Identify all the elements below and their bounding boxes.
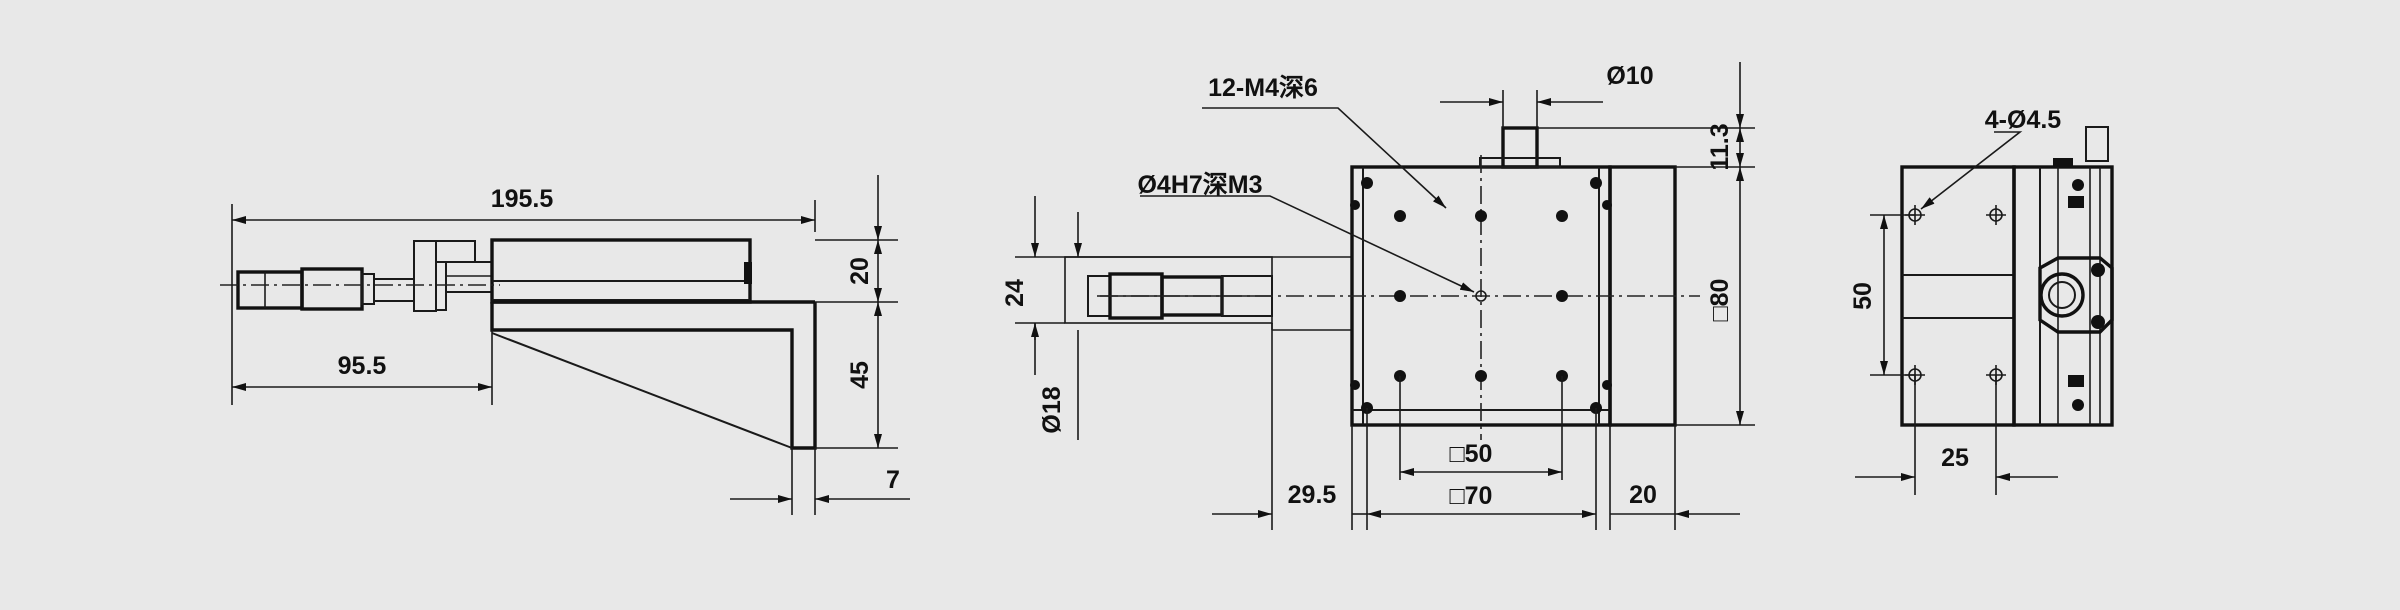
dim-length-overall: 195.5 [491,185,554,213]
dim-offset-24: 24 [1001,279,1029,307]
dim-pitch-horizontal: 25 [1941,444,1969,472]
front-view: 12-M4深6 Ø4H7深M3 Ø10 11.3 □80 24 Ø18 [1001,62,1755,530]
side-micrometer [236,240,492,312]
front-spindle [1501,126,1539,169]
front-micrometer [1064,256,1273,324]
dim-hole-pitch-inner: □50 [1450,440,1493,468]
side-stage-body [490,238,815,304]
dim-pitch-vertical: 50 [1849,282,1877,310]
dim-height-top: 20 [846,257,874,285]
label-center-hole: Ø4H7深M3 [1137,171,1262,199]
end-clamp-housing [2038,256,2114,334]
end-view: 4-Ø4.5 50 25 [1849,106,2114,495]
dim-length-micrometer: 95.5 [338,352,387,380]
end-carriage [2012,165,2114,427]
end-knob [2085,126,2109,162]
label-mount-holes: 4-Ø4.5 [1985,106,2062,134]
dim-table-size: □80 [1706,279,1734,322]
dim-spindle-diameter: Ø10 [1606,62,1653,90]
side-bracket [490,302,817,450]
dim-thickness: 7 [886,466,900,494]
dim-right-offset: 20 [1629,481,1657,509]
dim-barrel-diameter: Ø18 [1038,386,1066,433]
end-body [1900,165,2016,427]
dim-spindle-height: 11.3 [1706,123,1734,170]
dim-hole-pitch-outer: □70 [1450,482,1493,510]
dim-height-bracket: 45 [846,361,874,389]
front-tapped-holes [1350,177,1612,414]
side-view: 195.5 95.5 20 45 7 [220,175,910,515]
dim-micrometer-offset: 29.5 [1288,481,1337,509]
label-tapped-holes: 12-M4深6 [1208,74,1318,102]
end-mount-holes [1905,205,2006,385]
